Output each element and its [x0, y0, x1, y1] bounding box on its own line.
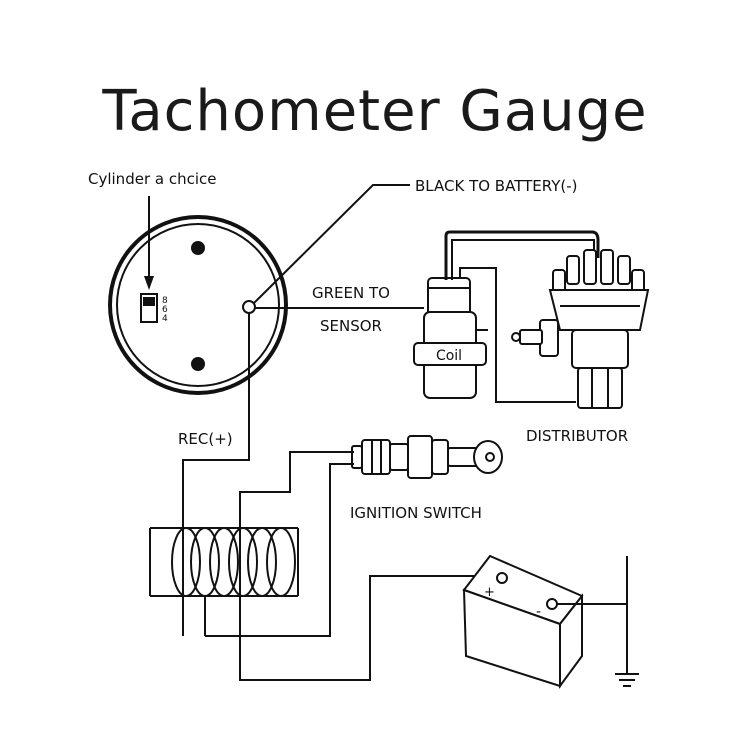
signal-terminal — [242, 300, 256, 314]
black-wire-leader — [253, 184, 410, 304]
mounting-hole-top — [191, 241, 205, 255]
black-to-battery-label: BLACK TO BATTERY(-) — [415, 177, 577, 195]
ignition-switch — [351, 435, 503, 479]
coil-to-distributor-wire — [459, 267, 576, 403]
switch-mark-6: 6 — [162, 305, 168, 315]
red-wire — [182, 313, 250, 636]
green-to-label: GREEN TO — [312, 284, 390, 302]
switch-wire-lower — [205, 463, 354, 637]
ground-symbol — [615, 673, 639, 687]
switch-mark-4: 4 — [162, 314, 168, 324]
cylinder-switch: 8 6 4 — [140, 293, 168, 324]
tachometer-gauge: 8 6 4 — [108, 215, 288, 395]
battery-minus-label: - — [536, 604, 541, 620]
distributor-label: DISTRIBUTOR — [526, 427, 628, 445]
coil-label: Coil — [436, 348, 462, 364]
mounting-hole-bottom — [191, 357, 205, 371]
battery: + - — [462, 554, 584, 690]
distributor — [511, 249, 650, 409]
ignition-switch-label: IGNITION SWITCH — [350, 504, 482, 522]
switch-wire-upper — [239, 451, 502, 681]
ignition-coil: Coil — [413, 277, 487, 399]
battery-positive-terminal — [496, 572, 508, 584]
sensor-label: SENSOR — [320, 317, 382, 335]
diagram-title: Tachometer Gauge — [101, 79, 647, 144]
cylinder-choice-label: Cylinder a chcice — [88, 170, 216, 188]
battery-plus-label: + — [484, 585, 495, 600]
red-wire-label: REC(+) — [178, 430, 233, 448]
coil-high-tension-lead — [444, 230, 600, 280]
battery-negative-terminal — [546, 598, 558, 610]
cylinder-choice-arrow — [144, 196, 154, 290]
switch-mark-8: 8 — [162, 296, 168, 306]
wire-coil-block — [149, 527, 299, 636]
